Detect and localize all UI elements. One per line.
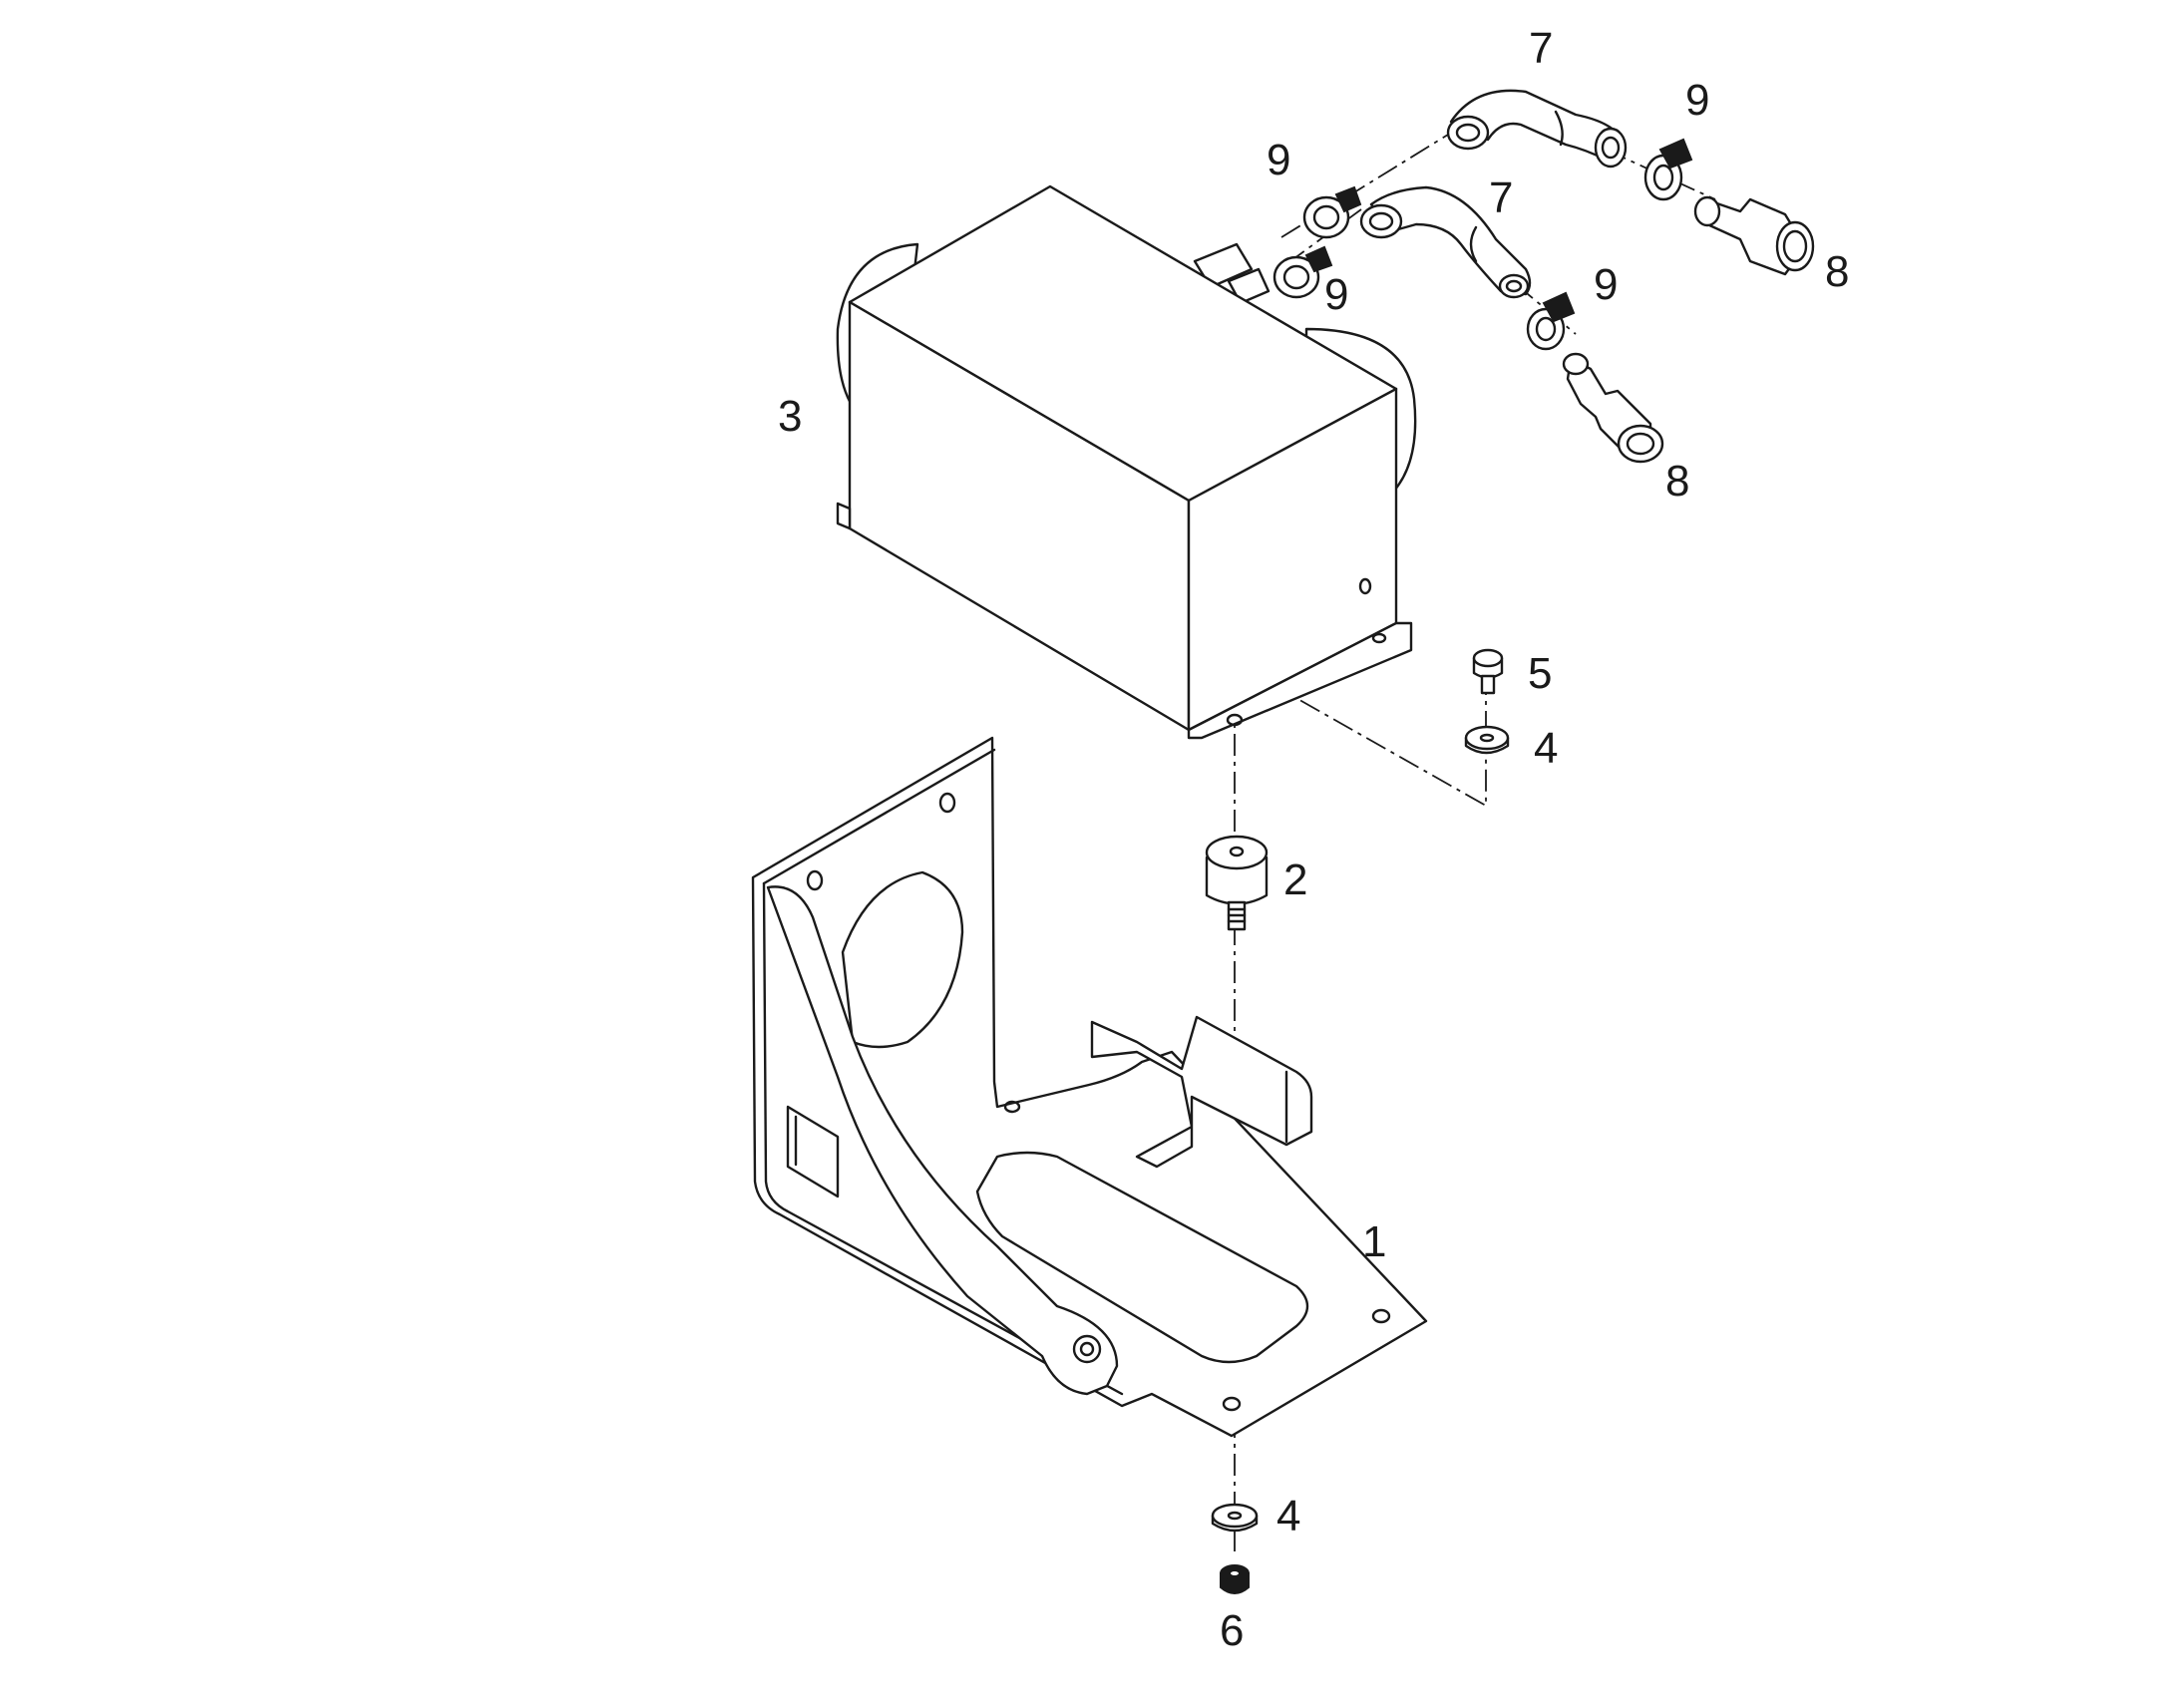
callout-4-upper: 4: [1534, 724, 1558, 773]
callout-labels: 1 2 3 4 4 5 6 7 7 8 8 9 9 9 9: [778, 24, 1849, 1655]
clamp-lower-left: [1272, 245, 1333, 299]
fitting-lower: [1562, 352, 1664, 464]
hex-bolt: [1472, 648, 1504, 695]
callout-8-lower: 8: [1665, 457, 1689, 506]
callout-9-mid-right: 9: [1594, 260, 1618, 309]
callout-9-top-right: 9: [1685, 76, 1709, 125]
clamp-upper-left: [1302, 185, 1362, 239]
callout-4-lower: 4: [1276, 1492, 1300, 1540]
callout-9-mid-left: 9: [1324, 270, 1348, 319]
heater-box: [836, 184, 1417, 740]
gusset-bolt: [1072, 1334, 1102, 1364]
callout-9-top-left: 9: [1267, 136, 1290, 184]
callout-7-upper: 7: [1529, 24, 1553, 73]
callout-2: 2: [1283, 855, 1307, 904]
callout-5: 5: [1528, 649, 1552, 698]
mounting-bracket: [751, 736, 1428, 1438]
washer-lower: [1211, 1503, 1259, 1533]
callout-3: 3: [778, 392, 802, 441]
callout-7-lower: 7: [1489, 173, 1513, 222]
hose-lower: [1359, 185, 1532, 299]
callout-1: 1: [1362, 1217, 1386, 1266]
lock-nut: [1220, 1564, 1250, 1594]
clamp-lower-right: [1526, 291, 1576, 351]
hose-upper: [1446, 89, 1628, 169]
rubber-mount: [1205, 835, 1269, 931]
clamp-upper-right: [1643, 138, 1693, 201]
washer-upper: [1464, 725, 1510, 755]
callout-6: 6: [1220, 1606, 1244, 1655]
callout-8-upper: 8: [1825, 247, 1849, 296]
fitting-upper: [1693, 195, 1815, 276]
